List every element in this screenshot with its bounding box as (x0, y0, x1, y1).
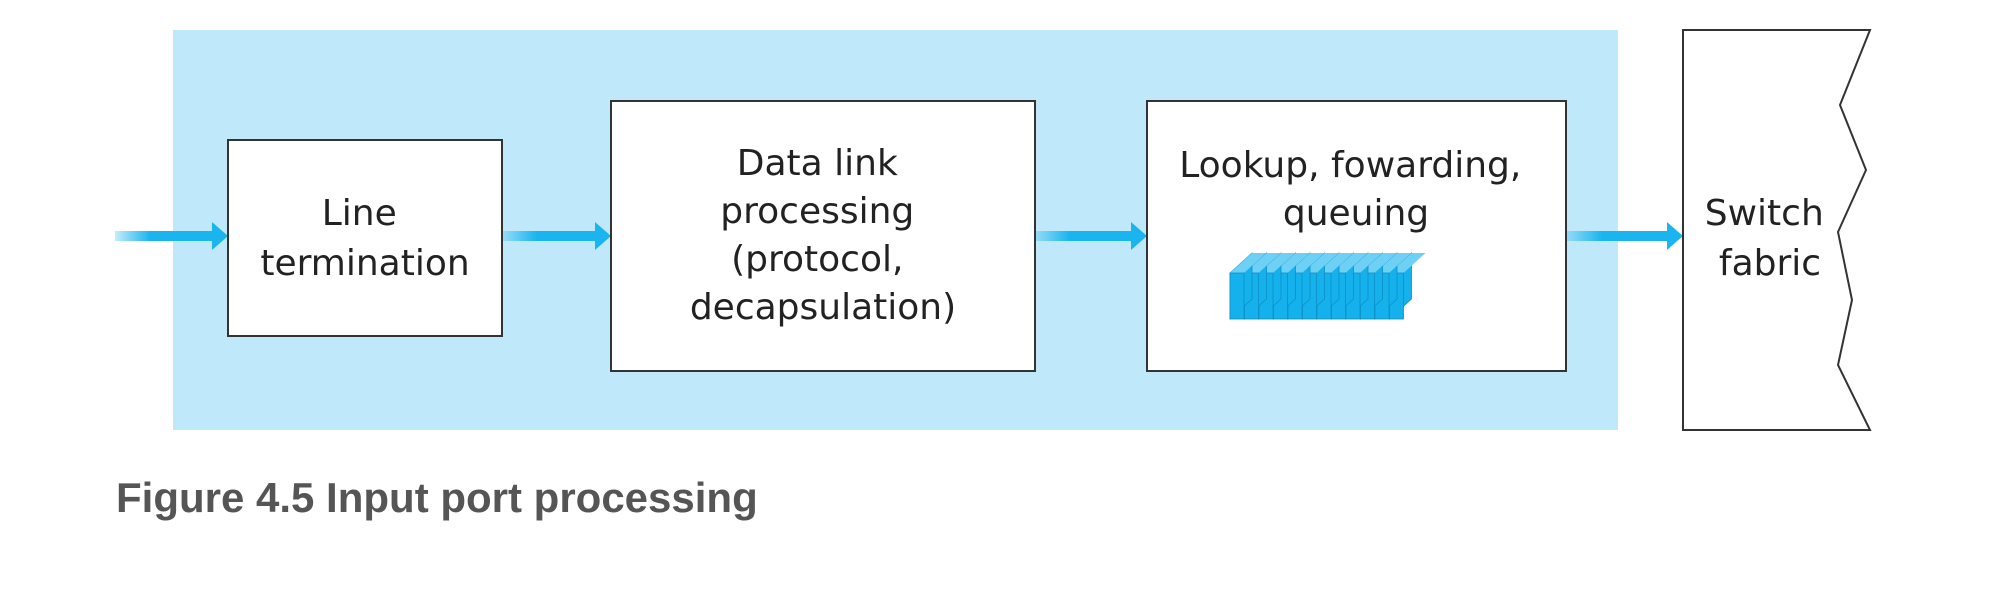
data-link-label: decapsulation) (690, 287, 956, 328)
data-link-label: processing (720, 191, 914, 232)
arrow-into-line-termination (115, 222, 228, 250)
line-termination-box: Line termination (227, 139, 503, 337)
lookup-label: Lookup, fowarding, (1179, 145, 1521, 186)
line-termination-label: termination (260, 243, 469, 284)
packet-queue-icon (1229, 252, 1426, 320)
data-link-label: (protocol, (731, 239, 903, 280)
arrow-to-lookup (1035, 222, 1147, 250)
svg-text:Switch fabric: Switch fabric (1705, 193, 1835, 284)
queued-packet (1229, 252, 1266, 320)
data-link-processing-box: Data link processing (protocol, decapsul… (610, 100, 1036, 372)
input-port-diagram: Line termination Data link processing (p… (115, 29, 1872, 431)
svg-text:Lookup, fowarding, queui: Lookup, fowarding, queuing (1179, 145, 1533, 234)
switch-fabric-box: Switch fabric (1682, 29, 1872, 431)
arrow-to-data-link (503, 222, 611, 250)
svg-text:Line termination: Line termination (260, 193, 469, 284)
data-link-label: Data link (737, 143, 898, 184)
line-termination-label: Line (322, 193, 397, 234)
lookup-label: queuing (1283, 193, 1429, 234)
arrow-to-switch-fabric (1566, 222, 1683, 250)
figure-caption: Figure 4.5 Input port processing (116, 474, 758, 521)
switch-fabric-label: fabric (1719, 243, 1821, 284)
switch-fabric-label: Switch (1705, 193, 1824, 234)
lookup-forwarding-box: Lookup, fowarding, queuing (1146, 100, 1567, 372)
svg-text:Data link processing: Data link processing (protocol, decapsul… (690, 143, 956, 328)
